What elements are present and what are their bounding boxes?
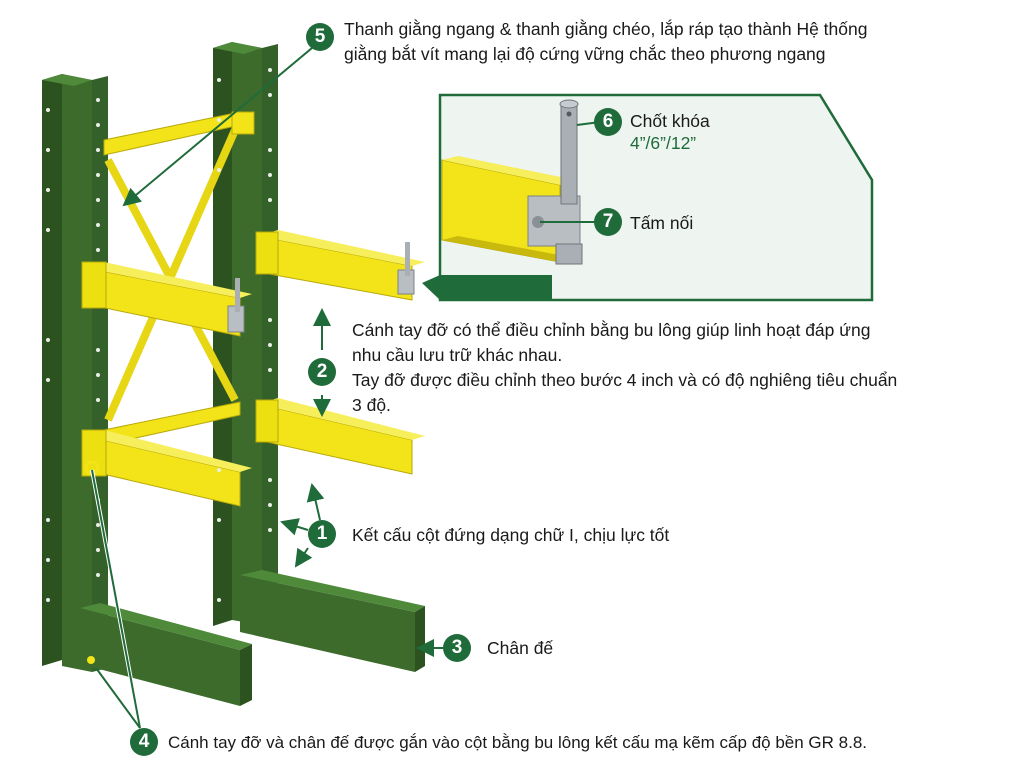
badge-3: 3 bbox=[443, 634, 471, 662]
callout-3-line: Chân đế bbox=[487, 638, 554, 658]
badge-1: 1 bbox=[308, 520, 336, 548]
column-front bbox=[42, 74, 108, 672]
callout-2-line3: Tay đỡ được điều chỉnh theo bước 4 inch … bbox=[352, 370, 898, 390]
callout-4-text: Cánh tay đỡ và chân đế được gắn vào cột … bbox=[168, 730, 1018, 755]
badge-4: 4 bbox=[130, 728, 158, 756]
leader-lines bbox=[90, 47, 443, 729]
callout-2-line4: 3 độ. bbox=[352, 395, 391, 415]
callout-2-line1: Cánh tay đỡ có thể điều chỉnh bằng bu lô… bbox=[352, 320, 871, 340]
callout-5-text: Thanh giằng ngang & thanh giằng chéo, lắ… bbox=[344, 17, 1004, 67]
badge-7: 7 bbox=[594, 208, 622, 236]
callout-3-text: Chân đế bbox=[487, 636, 787, 661]
inset-detail-box bbox=[422, 93, 874, 302]
callout-5-line2: giằng bắt vít mang lại độ cứng vững chắc… bbox=[344, 44, 826, 64]
callout-6-text: Chốt khóa 4”/6”/12” bbox=[630, 110, 830, 154]
callout-6-sizes: 4”/6”/12” bbox=[630, 133, 697, 153]
callout-5-line1: Thanh giằng ngang & thanh giằng chéo, lắ… bbox=[344, 19, 868, 39]
badge-6: 6 bbox=[594, 108, 622, 136]
callout-4-line: Cánh tay đỡ và chân đế được gắn vào cột … bbox=[168, 733, 867, 752]
base-back bbox=[240, 570, 425, 672]
arms-front bbox=[81, 261, 252, 507]
badge-5: 5 bbox=[306, 23, 334, 51]
base-front bbox=[80, 460, 252, 706]
callout-2-text: Cánh tay đỡ có thể điều chỉnh bằng bu lô… bbox=[352, 318, 1012, 418]
column-holes bbox=[46, 68, 272, 602]
callout-2-line2: nhu cầu lưu trữ khác nhau. bbox=[352, 345, 563, 365]
callout-7-text: Tấm nối bbox=[630, 211, 830, 236]
arms-back bbox=[255, 230, 425, 475]
callout-1-text: Kết cấu cột đứng dạng chữ I, chịu lực tố… bbox=[352, 523, 952, 548]
badge-2: 2 bbox=[308, 358, 336, 386]
callout-1-line: Kết cấu cột đứng dạng chữ I, chịu lực tố… bbox=[352, 525, 670, 545]
callout-7-title: Tấm nối bbox=[630, 213, 694, 233]
callout-6-title: Chốt khóa bbox=[630, 111, 710, 131]
